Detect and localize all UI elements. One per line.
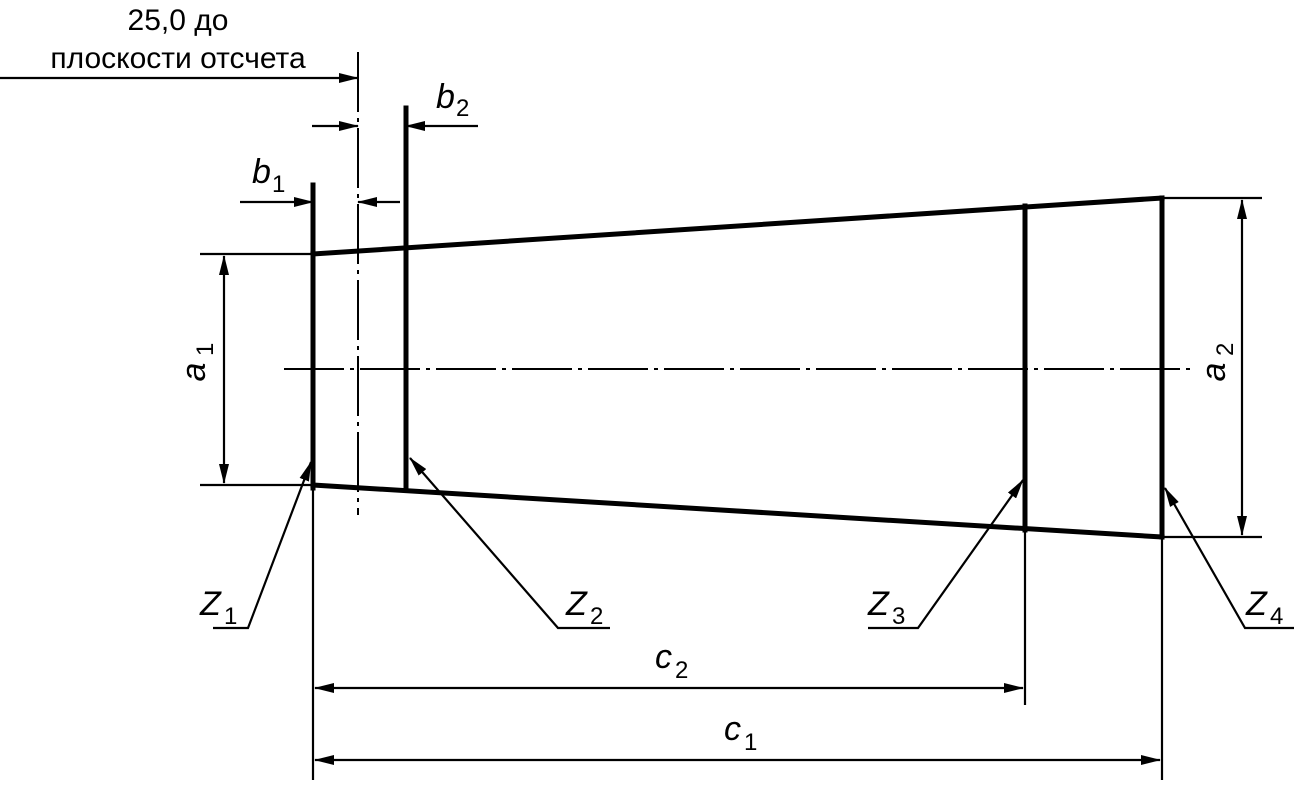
z2-leader <box>409 457 610 630</box>
c2-label-sub: 2 <box>675 657 688 684</box>
z1-leader <box>213 461 313 630</box>
reference-note-line1: 25,0 до <box>128 4 229 37</box>
z2-label-sub: 2 <box>590 603 603 630</box>
b1-label-sub: 1 <box>272 171 285 198</box>
z4-label-sub: 4 <box>1270 603 1283 630</box>
b2-label: b <box>436 78 455 116</box>
a1-label-sub: 1 <box>192 343 219 356</box>
z3-label-sub: 3 <box>892 603 905 630</box>
a2-label: a <box>1195 363 1233 382</box>
z4-leader <box>1164 487 1294 630</box>
z2-label: Z <box>565 585 588 623</box>
c2-label: c <box>655 638 672 676</box>
z1-label: Z <box>199 585 222 623</box>
reference-note-line2: плоскости отсчета <box>50 42 306 75</box>
b1-label: b <box>252 153 271 191</box>
bottom-edge <box>310 482 1165 540</box>
z3-label: Z <box>867 585 890 623</box>
z1-label-sub: 1 <box>224 603 237 630</box>
c1-label-sub: 1 <box>744 729 757 756</box>
z3-leader <box>868 479 1024 630</box>
b2-label-sub: 2 <box>456 95 469 122</box>
a2-label-sub: 2 <box>1212 343 1239 356</box>
c1-label: c <box>724 710 741 748</box>
a1-label: a <box>175 363 213 382</box>
top-edge <box>310 195 1165 257</box>
z4-label: Z <box>1245 585 1268 623</box>
